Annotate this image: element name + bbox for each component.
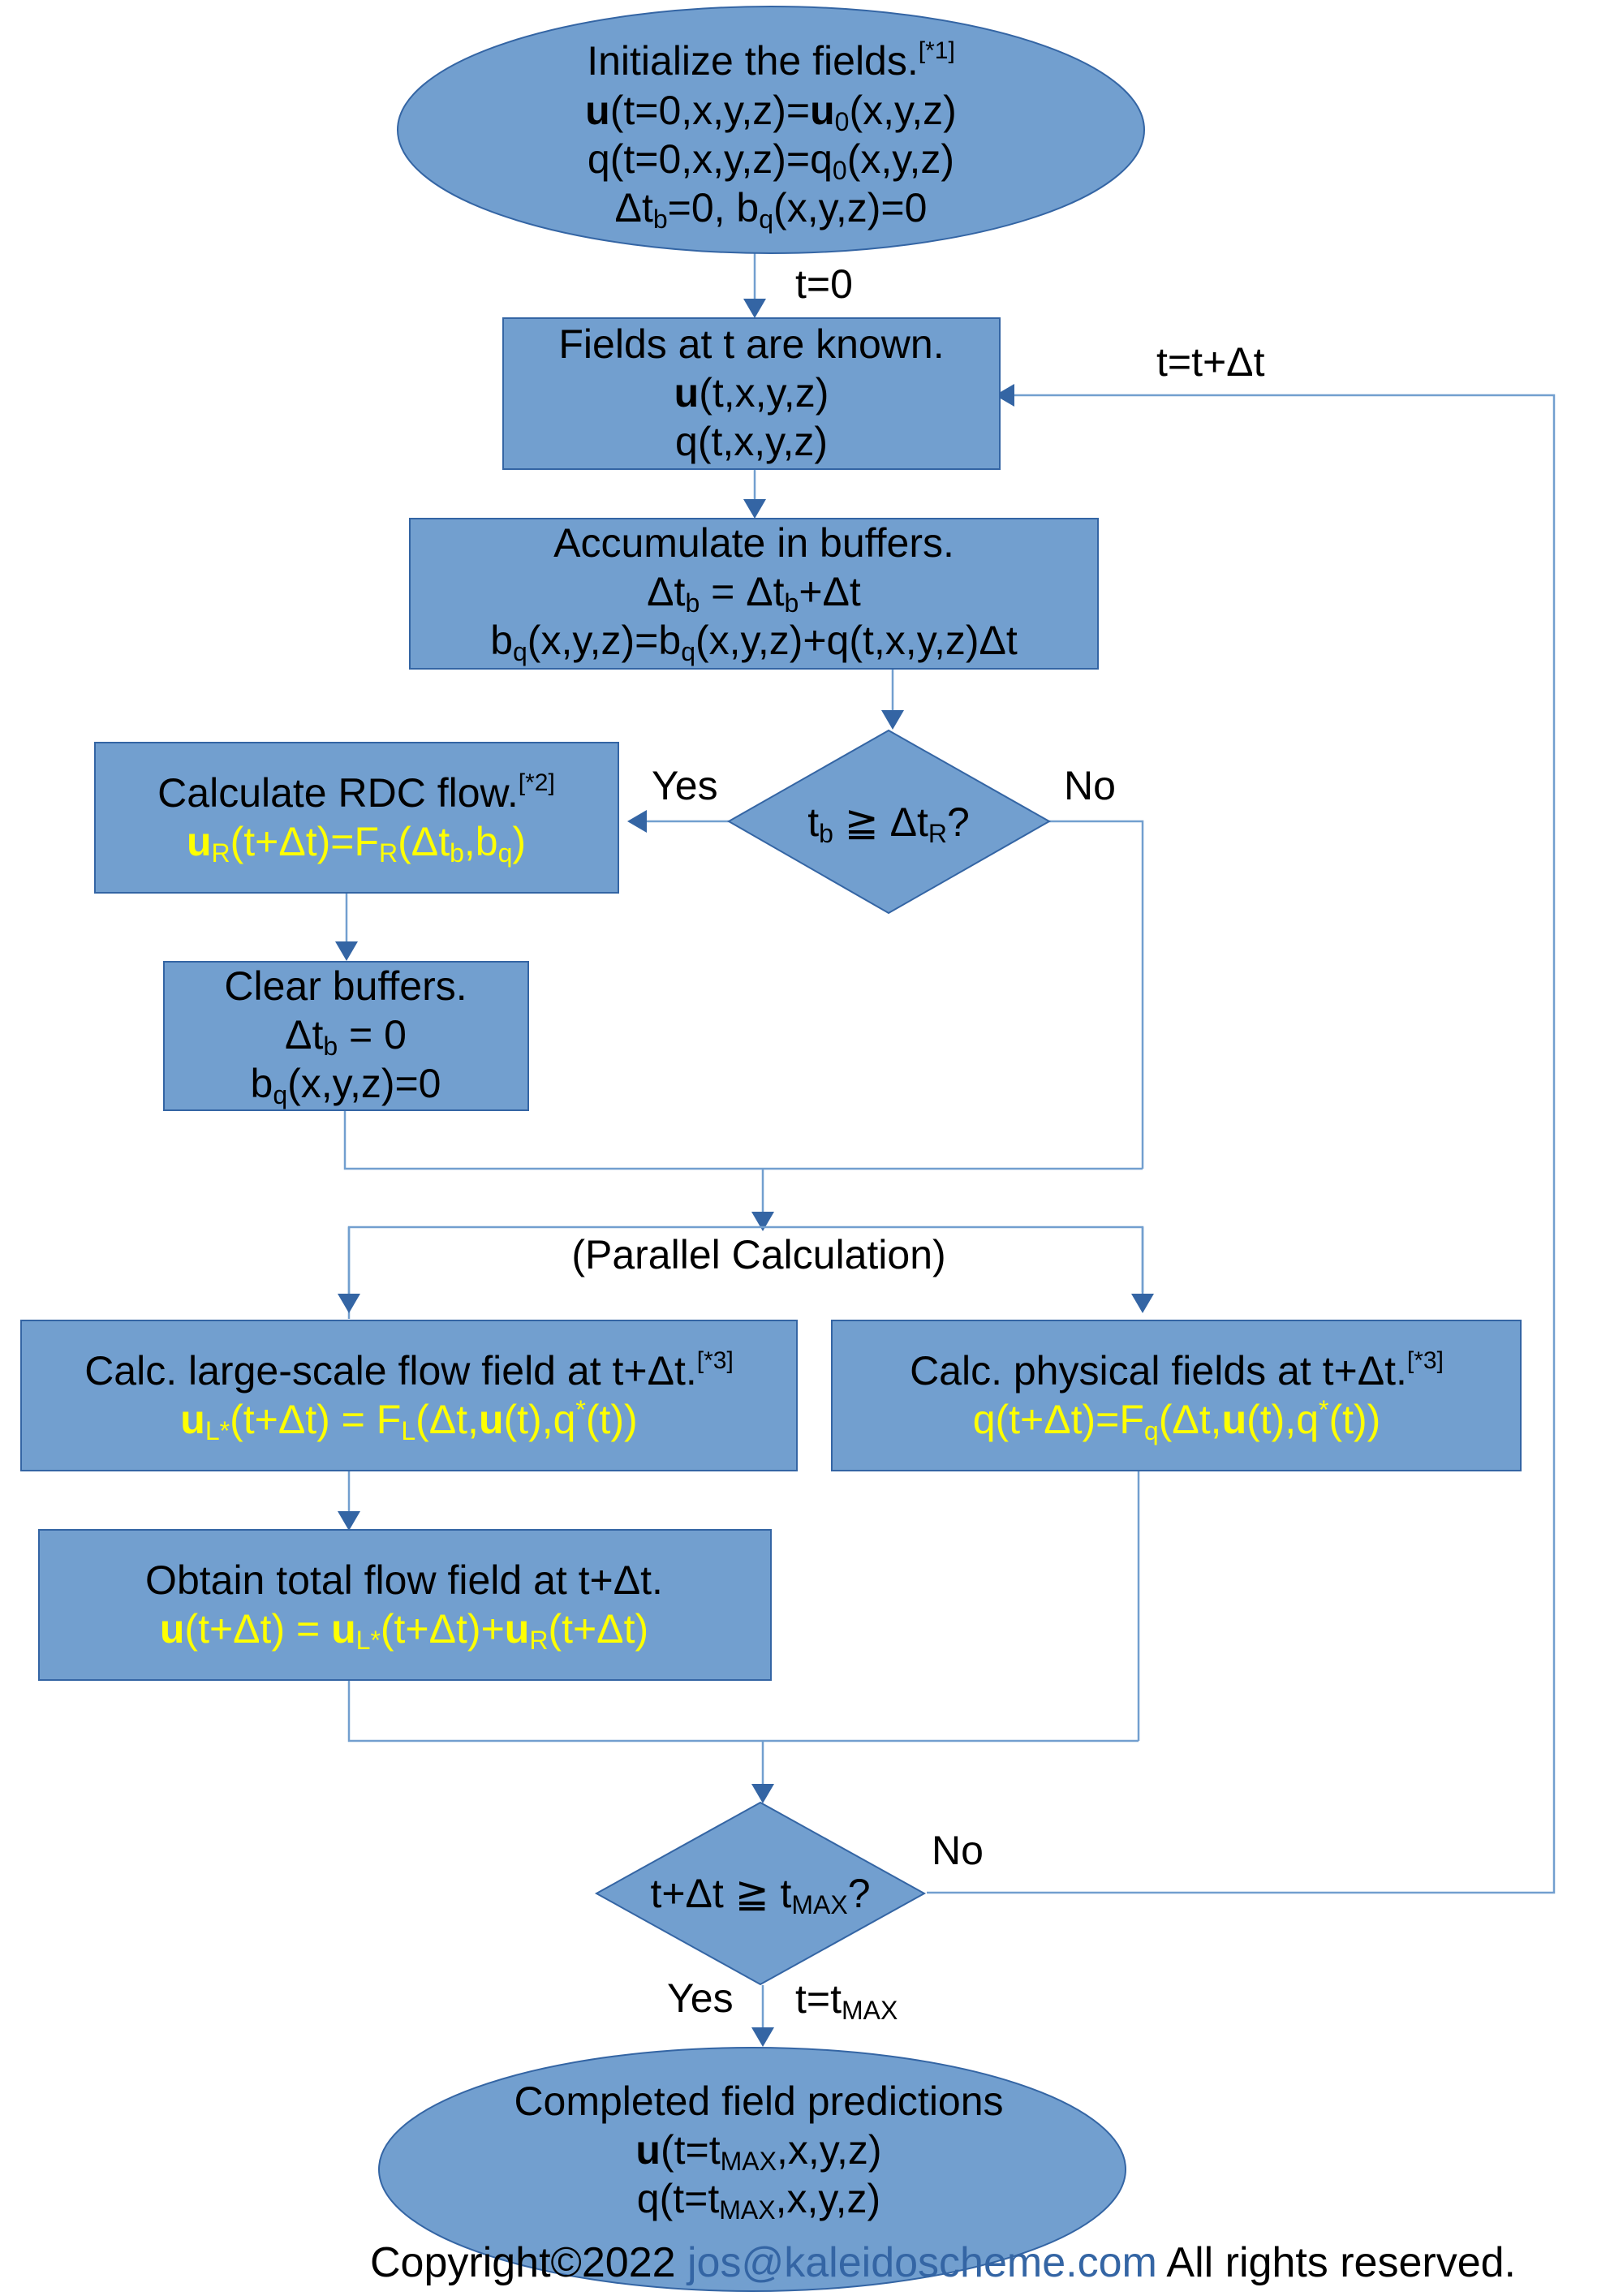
fields-known-u: u(t,x,y,z) <box>674 370 829 416</box>
start-title: Initialize the fields.[*1] <box>587 37 955 84</box>
clear-dt: Δtb = 0 <box>285 1012 407 1061</box>
accumulate-box <box>409 518 1099 670</box>
clear-title: Clear buffers. <box>224 963 467 1009</box>
end-u: u(t=tMAX,x,y,z) <box>635 2127 881 2176</box>
arrowhead <box>751 1784 774 1803</box>
copyright-suffix: All rights reserved. <box>1157 2239 1516 2286</box>
accumulate-dt-eq: Δtb = Δtb+Δt <box>647 569 861 618</box>
copyright-footer: Copyright©2022 jos@kaleidoscheme.com All… <box>370 2239 1516 2286</box>
connectors <box>335 253 1556 2047</box>
end-q: q(t=tMAX,x,y,z) <box>637 2176 880 2225</box>
large-scale-node: Calc. large-scale flow field at t+Δt.[*3… <box>20 1320 798 1471</box>
accumulate-node: Accumulate in buffers. Δtb = Δtb+Δt bq(x… <box>409 518 1099 670</box>
label-t0: t=0 <box>795 261 853 307</box>
arrowhead <box>335 941 358 961</box>
arrowhead <box>743 499 766 519</box>
parallel-label: (Parallel Calculation) <box>571 1232 945 1277</box>
large-scale-box <box>20 1320 798 1471</box>
start-buffer-init: Δtb=0, bq(x,y,z)=0 <box>615 185 928 234</box>
clear-node: Clear buffers. Δtb = 0 bq(x,y,z)=0 <box>163 961 529 1111</box>
arrowhead <box>627 810 647 833</box>
physical-node: Calc. physical fields at t+Δt.[*3] q(t+Δ… <box>831 1320 1522 1471</box>
total-flow-title: Obtain total flow field at t+Δt. <box>145 1557 663 1603</box>
start-node: Initialize the fields.[*1] u(t=0,x,y,z)=… <box>397 6 1145 254</box>
arrowhead <box>995 384 1014 407</box>
large-scale-equation: uL*(t+Δt) = FL(Δt,u(t),q*(t)) <box>180 1395 637 1445</box>
rdc-box <box>94 742 619 894</box>
arrowhead <box>338 1294 360 1313</box>
start-u-init: u(t=0,x,y,z)=u0(x,y,z) <box>585 88 957 136</box>
decision-end-yes-label: Yes <box>667 1975 734 2021</box>
arrowhead <box>881 710 904 730</box>
large-scale-title: Calc. large-scale flow field at t+Δt.[*3… <box>84 1347 734 1394</box>
label-tmax: t=tMAX <box>795 1976 898 2025</box>
physical-equation: q(t+Δt)=Fq(Δt,u(t),q*(t)) <box>973 1395 1381 1445</box>
start-q-init: q(t=0,x,y,z)=q0(x,y,z) <box>588 136 954 185</box>
label-loop: t=t+Δt <box>1156 339 1265 385</box>
clear-box <box>163 961 529 1111</box>
accumulate-bq-eq: bq(x,y,z)=bq(x,y,z)+q(t,x,y,z)Δt <box>490 618 1018 666</box>
decision-rdc-diamond <box>726 729 1052 915</box>
physical-title: Calc. physical fields at t+Δt.[*3] <box>910 1347 1444 1394</box>
fields-known-q: q(t,x,y,z) <box>675 419 828 464</box>
end-node: Completed field predictions u(t=tMAX,x,y… <box>378 2047 1126 2292</box>
decision-end-no-label: No <box>932 1828 984 1873</box>
rdc-equation: uR(t+Δt)=FR(Δtb,bq) <box>187 819 526 868</box>
physical-box <box>831 1320 1522 1471</box>
fields-known-box <box>502 317 1001 470</box>
arrowhead <box>338 1511 360 1531</box>
start-ellipse <box>397 6 1145 254</box>
fields-known-title: Fields at t are known. <box>558 321 944 367</box>
decision-end-node: t+Δt ≧ tMAX? No Yes <box>594 1801 984 2021</box>
clear-bq: bq(x,y,z)=0 <box>251 1061 441 1109</box>
arrowhead <box>751 1212 774 1231</box>
decision-rdc-yes-label: Yes <box>652 763 718 808</box>
total-flow-box <box>38 1529 772 1681</box>
connector-total-to-merge <box>347 1680 1139 1742</box>
connector-clear-to-merge <box>343 1110 1143 1170</box>
connector-loop-back <box>927 394 1556 1894</box>
arrowhead <box>1131 1294 1154 1313</box>
accumulate-title: Accumulate in buffers. <box>553 520 954 566</box>
copyright-prefix: Copyright©2022 <box>370 2239 687 2286</box>
connector-decision-no <box>1048 820 1144 1169</box>
total-flow-node: Obtain total flow field at t+Δt. u(t+Δt)… <box>38 1529 772 1681</box>
rdc-title: Calculate RDC flow.[*2] <box>157 769 555 816</box>
decision-end-text: t+Δt ≧ tMAX? <box>650 1871 870 1919</box>
end-title: Completed field predictions <box>514 2078 1003 2124</box>
decision-end-diamond <box>594 1801 927 1986</box>
arrowhead <box>743 299 766 318</box>
rdc-node: Calculate RDC flow.[*2] uR(t+Δt)=FR(Δtb,… <box>94 742 619 894</box>
arrowhead <box>751 2027 774 2047</box>
decision-rdc-node: tb ≧ ΔtR? Yes No <box>652 729 1116 915</box>
decision-rdc-no-label: No <box>1064 763 1116 808</box>
decision-rdc-text: tb ≧ ΔtR? <box>807 799 970 848</box>
end-ellipse <box>378 2047 1126 2292</box>
fields-known-node: Fields at t are known. u(t,x,y,z) q(t,x,… <box>502 317 1001 470</box>
total-flow-equation: u(t+Δt) = uL*(t+Δt)+uR(t+Δt) <box>160 1606 648 1655</box>
email-link[interactable]: jos@kaleidoscheme.com <box>686 2239 1157 2286</box>
